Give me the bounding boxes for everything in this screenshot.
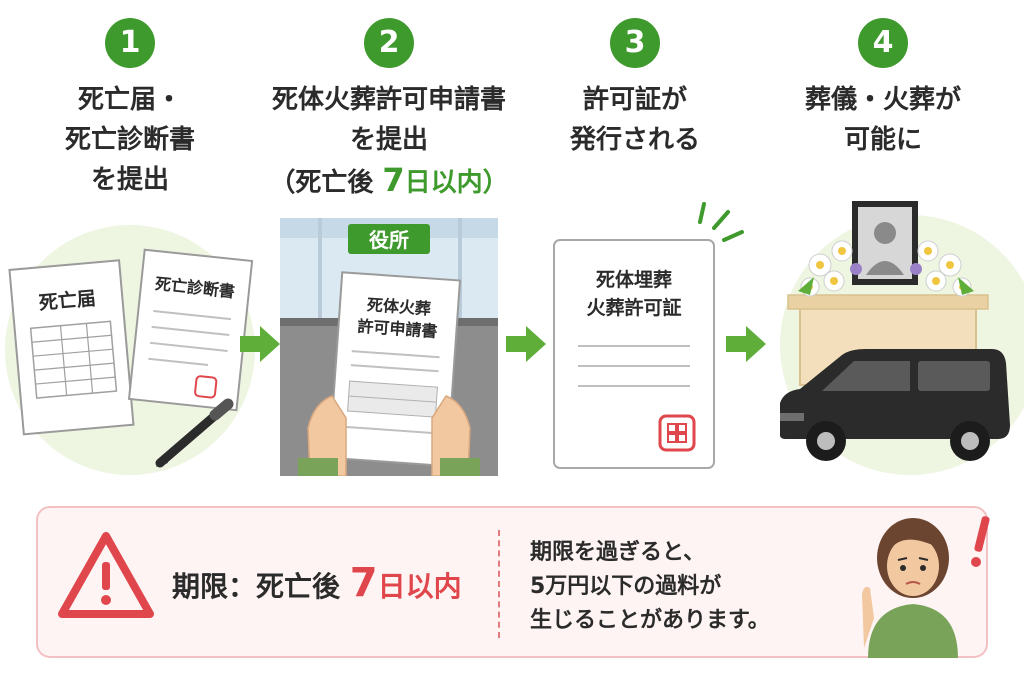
hearse-car-icon bbox=[780, 349, 1010, 461]
panel-city-office: 役所 死体火葬 許可申請書 bbox=[280, 218, 498, 476]
arrow-2-to-3 bbox=[506, 326, 546, 362]
arrow-1-to-2 bbox=[240, 326, 280, 362]
arrow-3-to-4 bbox=[726, 326, 766, 362]
panel-documents: 死亡届 死亡診断書 bbox=[5, 225, 255, 475]
permit-title-line1: 死体埋葬 bbox=[596, 268, 672, 291]
pen-icon bbox=[155, 398, 234, 468]
deadline-warning-box: 期限：死亡後 7日以内 期限を過ぎると、 5万円以下の過料が 生じることがありま… bbox=[36, 506, 990, 658]
worried-person-icon bbox=[862, 516, 990, 658]
step-2-title: 死体火葬許可申請書 を提出 （死亡後 7日以内） bbox=[264, 80, 514, 203]
permit-title-line2: 火葬許可証 bbox=[586, 296, 681, 319]
deadline-days: 7 bbox=[349, 560, 378, 606]
form-title-line1: 死体火葬 bbox=[366, 295, 431, 318]
panel-funeral bbox=[780, 201, 1024, 475]
step-4: 4 葬儀・火葬が 可能に bbox=[758, 18, 1008, 160]
permit-certificate bbox=[553, 239, 715, 469]
panel-permit-certificate: 死体埋葬 火葬許可証 bbox=[553, 239, 715, 469]
step-1-title: 死亡届・ 死亡診断書 を提出 bbox=[64, 85, 195, 195]
office-sign-label: 役所 bbox=[369, 228, 409, 252]
step-3-number: 3 bbox=[610, 18, 660, 68]
step-4-number: 4 bbox=[858, 18, 908, 68]
sparkle-lines-icon bbox=[698, 202, 744, 242]
step-4-title: 葬儀・火葬が 可能に bbox=[804, 85, 961, 155]
step-2-deadline: （死亡後 7日以内） bbox=[269, 161, 509, 199]
death-notice-title: 死亡届 bbox=[38, 287, 97, 315]
hands-icon bbox=[298, 395, 480, 476]
step-3: 3 許可証が 発行される bbox=[510, 18, 760, 160]
seal-stamp-icon bbox=[658, 414, 696, 452]
seal-stamp-icon bbox=[194, 375, 218, 399]
step-1-number: 1 bbox=[105, 18, 155, 68]
step-3-title: 許可証が 発行される bbox=[569, 85, 700, 155]
step-2: 2 死体火葬許可申請書 を提出 （死亡後 7日以内） bbox=[264, 18, 514, 203]
deadline-label: 期限：死亡後 7日以内 bbox=[172, 560, 462, 606]
memorial-portrait-icon bbox=[852, 201, 918, 285]
death-notice-document: 死亡届 bbox=[8, 259, 135, 436]
death-certificate-document: 死亡診断書 bbox=[127, 248, 254, 412]
flowers-icon bbox=[798, 240, 974, 297]
step-1: 1 死亡届・ 死亡診断書 を提出 bbox=[5, 18, 255, 200]
cremation-application-form: 死体火葬 許可申請書 bbox=[328, 271, 462, 468]
step-2-number: 2 bbox=[364, 18, 414, 68]
penalty-note: 期限を過ぎると、 5万円以下の過料が 生じることがあります。 bbox=[530, 540, 770, 633]
dashed-divider bbox=[498, 530, 500, 638]
office-sign bbox=[348, 224, 430, 254]
warning-triangle-icon bbox=[58, 532, 154, 618]
